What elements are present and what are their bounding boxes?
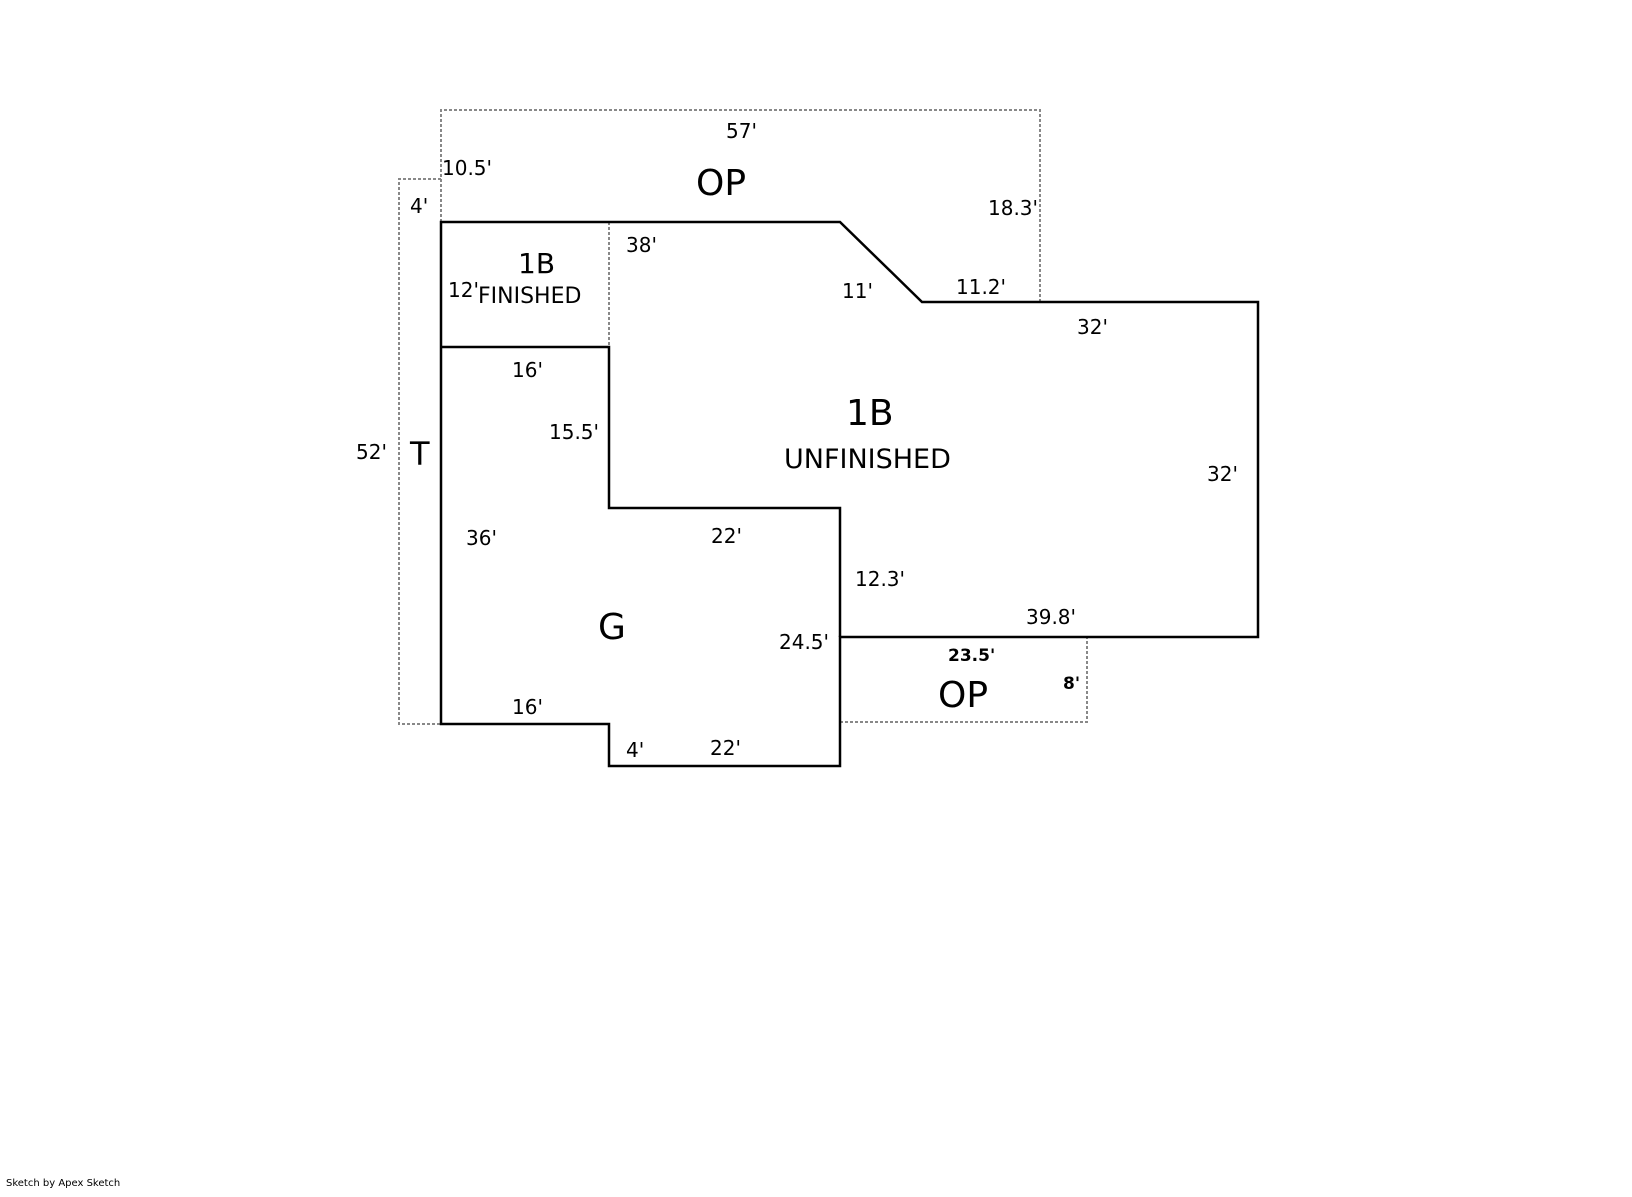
dim-op-top-right: 18.3' bbox=[988, 196, 1039, 220]
terrace-label: T bbox=[410, 435, 430, 473]
dim-inner-vert: 15.5' bbox=[549, 420, 600, 444]
dim-main-right: 32' bbox=[1207, 462, 1238, 486]
unfinished-desc-label: UNFINISHED bbox=[784, 444, 951, 475]
dim-garage-bottom-left: 16' bbox=[512, 695, 543, 719]
dim-main-top: 32' bbox=[1077, 315, 1108, 339]
dim-fin-left: 12' bbox=[448, 278, 479, 302]
garage-label: G bbox=[598, 607, 626, 648]
dim-fin-top: 38' bbox=[626, 233, 657, 257]
dim-op-bottom-width: 23.5' bbox=[948, 646, 996, 666]
dim-inner-horiz: 22' bbox=[711, 524, 742, 548]
dim-garage-left: 36' bbox=[466, 526, 497, 550]
op-bottom-outline bbox=[840, 637, 1088, 723]
terrace-outline bbox=[398, 178, 441, 725]
dim-main-bottom: 39.8' bbox=[1026, 605, 1077, 629]
dim-garage-bottom: 22' bbox=[710, 736, 741, 760]
footer-credit: Sketch by Apex Sketch bbox=[6, 1178, 121, 1189]
op-top-outline bbox=[440, 109, 1041, 302]
dim-step-top: 11.2' bbox=[956, 275, 1007, 299]
dim-op-bottom-depth: 8' bbox=[1063, 674, 1081, 694]
finished-desc-label: FINISHED bbox=[478, 284, 582, 309]
dim-garage-right: 24.5' bbox=[779, 630, 830, 654]
dim-t-side: 52' bbox=[356, 440, 387, 464]
dim-garage-notch: 4' bbox=[626, 738, 645, 762]
unfinished-code-label: 1B bbox=[846, 393, 894, 434]
op-top-label: OP bbox=[696, 163, 747, 204]
op-bottom-label: OP bbox=[938, 675, 989, 716]
dim-op-top-width: 57' bbox=[726, 119, 757, 143]
dim-garage-right-upper: 12.3' bbox=[855, 567, 906, 591]
dim-fin-bottom: 16' bbox=[512, 358, 543, 382]
dim-op-top-left: 10.5' bbox=[442, 156, 493, 180]
dim-t-top: 4' bbox=[410, 194, 429, 218]
finished-code-label: 1B bbox=[518, 247, 556, 280]
dim-diag: 11' bbox=[842, 279, 873, 303]
garage-wall bbox=[441, 345, 842, 637]
